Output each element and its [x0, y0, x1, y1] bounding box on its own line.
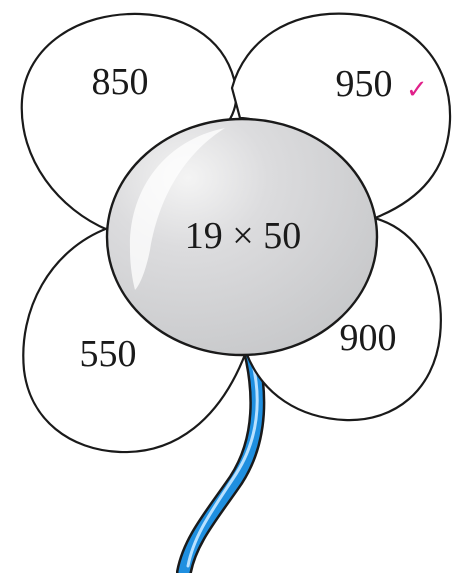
check-mark-icon: ✓ [406, 75, 428, 105]
petal-bottom-left-value: 550 [80, 333, 137, 375]
petal-bottom-right-value: 900 [340, 317, 397, 359]
petal-top-right-value: 950 [336, 63, 393, 105]
stem [176, 332, 266, 573]
stem-highlight [186, 358, 259, 568]
flower-center [105, 117, 379, 357]
center-shine [129, 128, 225, 290]
petal-top-left-value: 850 [92, 61, 149, 103]
center-expression: 19 × 50 [185, 215, 301, 257]
